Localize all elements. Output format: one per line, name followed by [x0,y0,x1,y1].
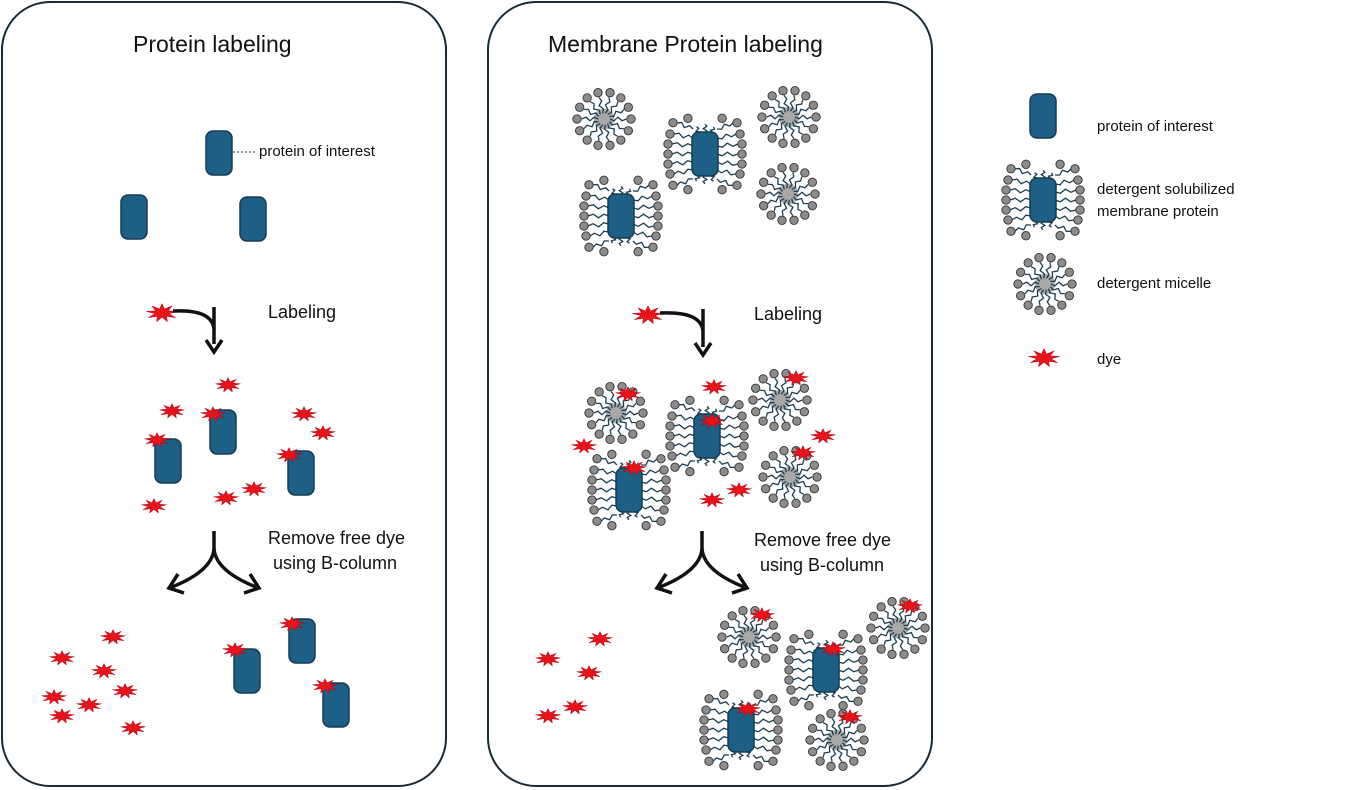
labeled-solubilized-protein-icon-core [727,707,755,753]
dye-icon [820,641,846,657]
free-dye-icon [576,665,602,681]
legend-protein-icon [1029,93,1057,139]
labeled-solubilized-protein-icon [665,395,749,477]
dye-icon [312,678,338,694]
labeled-micelle-icon [717,606,781,668]
protein-annotation-label: protein of interest [259,143,375,160]
labeling-dye-icon [146,303,178,323]
dye-icon [810,428,836,444]
detergent-solubilized-protein-icon-core [691,131,719,177]
legend-solubilized-protein-icon-core [1029,177,1057,223]
dye-icon [726,482,752,498]
protein-icon [120,194,148,240]
free-dye-icon [49,708,75,724]
dye-icon [241,481,267,497]
left-labeling-arrow [172,307,224,356]
detergent-solubilized-protein-icon [663,113,747,195]
right-remove-dye-arrow [654,531,750,595]
free-dye-icon [562,699,588,715]
dye-icon [213,490,239,506]
labeled-solubilized-protein-icon [587,449,671,531]
dye-icon [144,432,170,448]
dye-icon [790,445,816,461]
legend-protein-label: protein of interest [1097,118,1213,135]
labeled-protein-icon [322,682,350,728]
detergent-micelle-icon [757,86,821,148]
labeled-protein-icon [209,409,237,455]
right-remove-step-line2: using B-column [760,555,885,575]
dye-icon [291,406,317,422]
legend-micelle-label: detergent micelle [1097,275,1212,292]
legend-solubilized-protein-icon [1001,159,1085,241]
left-panel-frame [1,1,447,787]
free-dye-icon [535,708,561,724]
right-panel-title: Membrane Protein labeling [548,31,823,57]
free-dye-icon [587,631,613,647]
left-labeling-step-label: Labeling [268,302,337,322]
free-dye-icon [91,663,117,679]
protein-icon [239,196,267,242]
detergent-solubilized-protein-icon-core [607,193,635,239]
dye-icon [159,403,185,419]
legend-dye-label: dye [1097,351,1122,368]
free-dye-icon [112,683,138,699]
dye-icon [699,413,725,429]
dye-icon [701,379,727,395]
right-labeling-arrow [659,309,713,359]
dye-icon [621,460,647,476]
dye-icon [783,370,809,386]
labeled-solubilized-protein-icon [784,629,868,711]
dye-icon [310,425,336,441]
protein-of-interest-icon [205,130,233,176]
legend-micelle-icon [1013,253,1077,315]
detergent-micelle-icon [572,88,636,150]
detergent-solubilized-protein-icon [579,175,663,257]
right-remove-step-line1: Remove free dye [754,530,892,550]
free-dye-icon [76,697,102,713]
labeled-micelle-icon [748,369,812,431]
dye-icon [276,447,302,463]
dye-icon [571,438,597,454]
free-dye-icon [100,629,126,645]
left-remove-dye-arrow [166,531,262,595]
free-dye-icon [49,650,75,666]
dye-icon [615,386,641,402]
dye-icon [749,607,775,623]
detergent-micelle-icon [756,163,820,225]
labeled-solubilized-protein-icon-core [812,647,840,693]
left-remove-step-line1: Remove free dye [268,528,406,548]
free-dye-icon [41,689,67,705]
dye-icon [837,709,863,725]
dye-icon [897,598,923,614]
labeled-micelle-icon [584,382,648,444]
legend-dye-icon [1028,348,1060,368]
detergent-layer [572,86,1085,771]
labeling-dye-icon [632,305,664,325]
dye-icon [699,492,725,508]
dye-icon [200,406,226,422]
free-dye-icon [535,651,561,667]
dye-icon [215,377,241,393]
left-panel-title: Protein labeling [133,31,292,57]
dye-layer [41,303,1060,736]
dye-icon [279,616,305,632]
left-remove-step-line2: using B-column [273,553,398,573]
dye-icon [222,642,248,658]
dye-icon [735,701,761,717]
legend-solubilized-label-line1: detergent solubilized [1097,181,1235,198]
labeled-micelle-icon [866,597,930,659]
labeled-solubilized-protein-icon [699,689,783,771]
legend-solubilized-label-line2: membrane protein [1097,203,1219,220]
free-dye-icon [120,720,146,736]
labeled-micelle-icon [805,709,869,771]
dye-icon [141,498,167,514]
arrow-layer [166,307,750,595]
right-labeling-step-label: Labeling [754,304,823,324]
labeled-protein-icon [287,450,315,496]
labeled-protein-icon [154,438,182,484]
